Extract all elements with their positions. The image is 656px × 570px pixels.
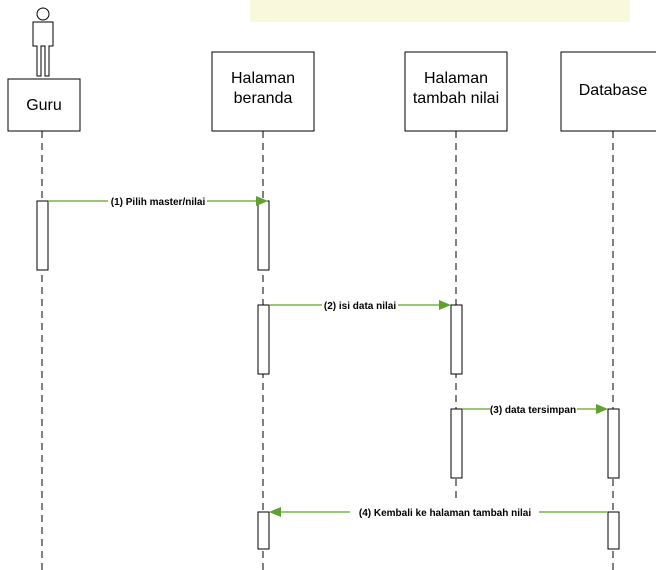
message-2-label: (2) isi data nilai xyxy=(324,301,396,312)
message-3-label: (3) data tersimpan xyxy=(490,405,576,416)
participant-label-beranda-line2: beranda xyxy=(234,90,293,107)
activation-database-1 xyxy=(607,408,620,479)
activation-guru xyxy=(36,200,49,271)
participant-label-beranda-line1: Halaman xyxy=(231,70,295,87)
participant-box-beranda xyxy=(211,51,315,132)
participant-box-database xyxy=(560,51,656,132)
participant-box-tambah xyxy=(404,51,508,132)
message-4-label: (4) Kembali ke halaman tambah nilai xyxy=(359,508,531,519)
participant-label-guru: Guru xyxy=(26,97,62,114)
participant-label-tambah-line2: tambah nilai xyxy=(413,90,499,107)
activation-beranda-3 xyxy=(257,511,270,550)
participant-label-tambah-line1: Halaman xyxy=(424,70,488,87)
activation-beranda-2 xyxy=(257,304,270,375)
activation-database-2 xyxy=(607,511,620,550)
actor-icon xyxy=(32,7,54,77)
message-1-label: (1) Pilih master/nilai xyxy=(111,197,206,208)
message-1: (1) Pilih master/nilai xyxy=(48,196,268,208)
message-2: (2) isi data nilai xyxy=(269,300,451,312)
message-4: (4) Kembali ke halaman tambah nilai xyxy=(269,507,608,519)
activation-tambah-2 xyxy=(450,408,463,479)
participant-label-database: Database xyxy=(579,82,648,99)
watermark-band xyxy=(250,0,630,22)
activation-beranda-1 xyxy=(257,200,270,271)
participant-box-guru xyxy=(7,78,81,132)
activation-tambah-1 xyxy=(450,304,463,375)
message-3: (3) data tersimpan xyxy=(462,404,608,416)
